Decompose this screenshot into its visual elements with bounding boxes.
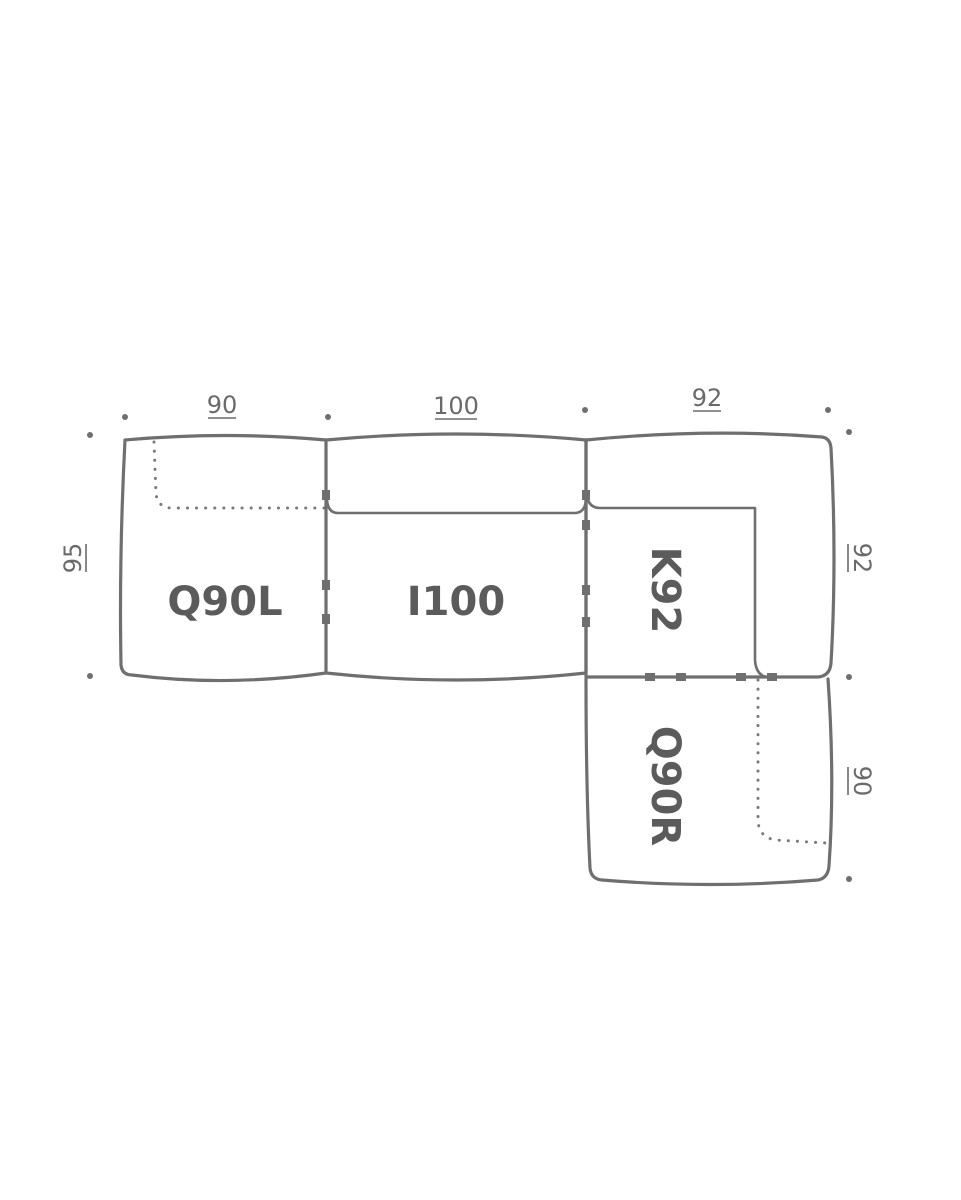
q90r-outline: [584, 677, 834, 887]
reference-dots: [87, 407, 852, 882]
module-q90l: Q90L: [118, 433, 328, 683]
connection-joints: [322, 490, 777, 681]
dim-right-q90r: 90: [848, 766, 876, 797]
module-k92: K92: [584, 431, 836, 679]
q90l-label: Q90L: [167, 579, 282, 625]
joint-marker: [582, 490, 590, 500]
q90r-backrest-line: [756, 678, 828, 845]
i100-label: I100: [407, 579, 505, 625]
q90r-label: Q90R: [642, 726, 688, 846]
ref-dot: [846, 429, 852, 435]
ref-dot: [582, 407, 588, 413]
ref-dot: [825, 407, 831, 413]
joint-marker: [322, 490, 330, 500]
joint-marker: [736, 673, 746, 681]
k92-outline: [584, 431, 836, 679]
q90l-backrest-line: [152, 440, 326, 510]
dim-top-q90l: 90: [207, 391, 238, 419]
i100-outline: [324, 432, 588, 682]
joint-marker: [767, 673, 777, 681]
k92-backrest-line: [585, 495, 769, 679]
joint-marker: [322, 614, 330, 624]
joint-marker: [322, 580, 330, 590]
joint-marker: [645, 673, 655, 681]
dim-left-depth: 95: [59, 543, 87, 574]
dimension-labels: 90 100 92 95 92 90: [59, 384, 876, 796]
ref-dot: [87, 432, 93, 438]
dim-top-k92: 92: [692, 384, 723, 412]
module-i100: I100: [324, 432, 588, 682]
ref-dot: [846, 674, 852, 680]
module-q90r: Q90R: [584, 677, 834, 887]
q90l-outline: [118, 433, 328, 683]
joint-marker: [582, 617, 590, 627]
ref-dot: [846, 876, 852, 882]
joint-marker: [582, 520, 590, 530]
i100-backrest-line: [325, 499, 588, 515]
ref-dot: [325, 414, 331, 420]
joint-marker: [676, 673, 686, 681]
ref-dot: [87, 673, 93, 679]
ref-dot: [122, 414, 128, 420]
joint-marker: [582, 585, 590, 595]
k92-label: K92: [642, 547, 688, 634]
dim-right-k92: 92: [848, 543, 876, 574]
dim-top-i100: 100: [433, 392, 479, 420]
